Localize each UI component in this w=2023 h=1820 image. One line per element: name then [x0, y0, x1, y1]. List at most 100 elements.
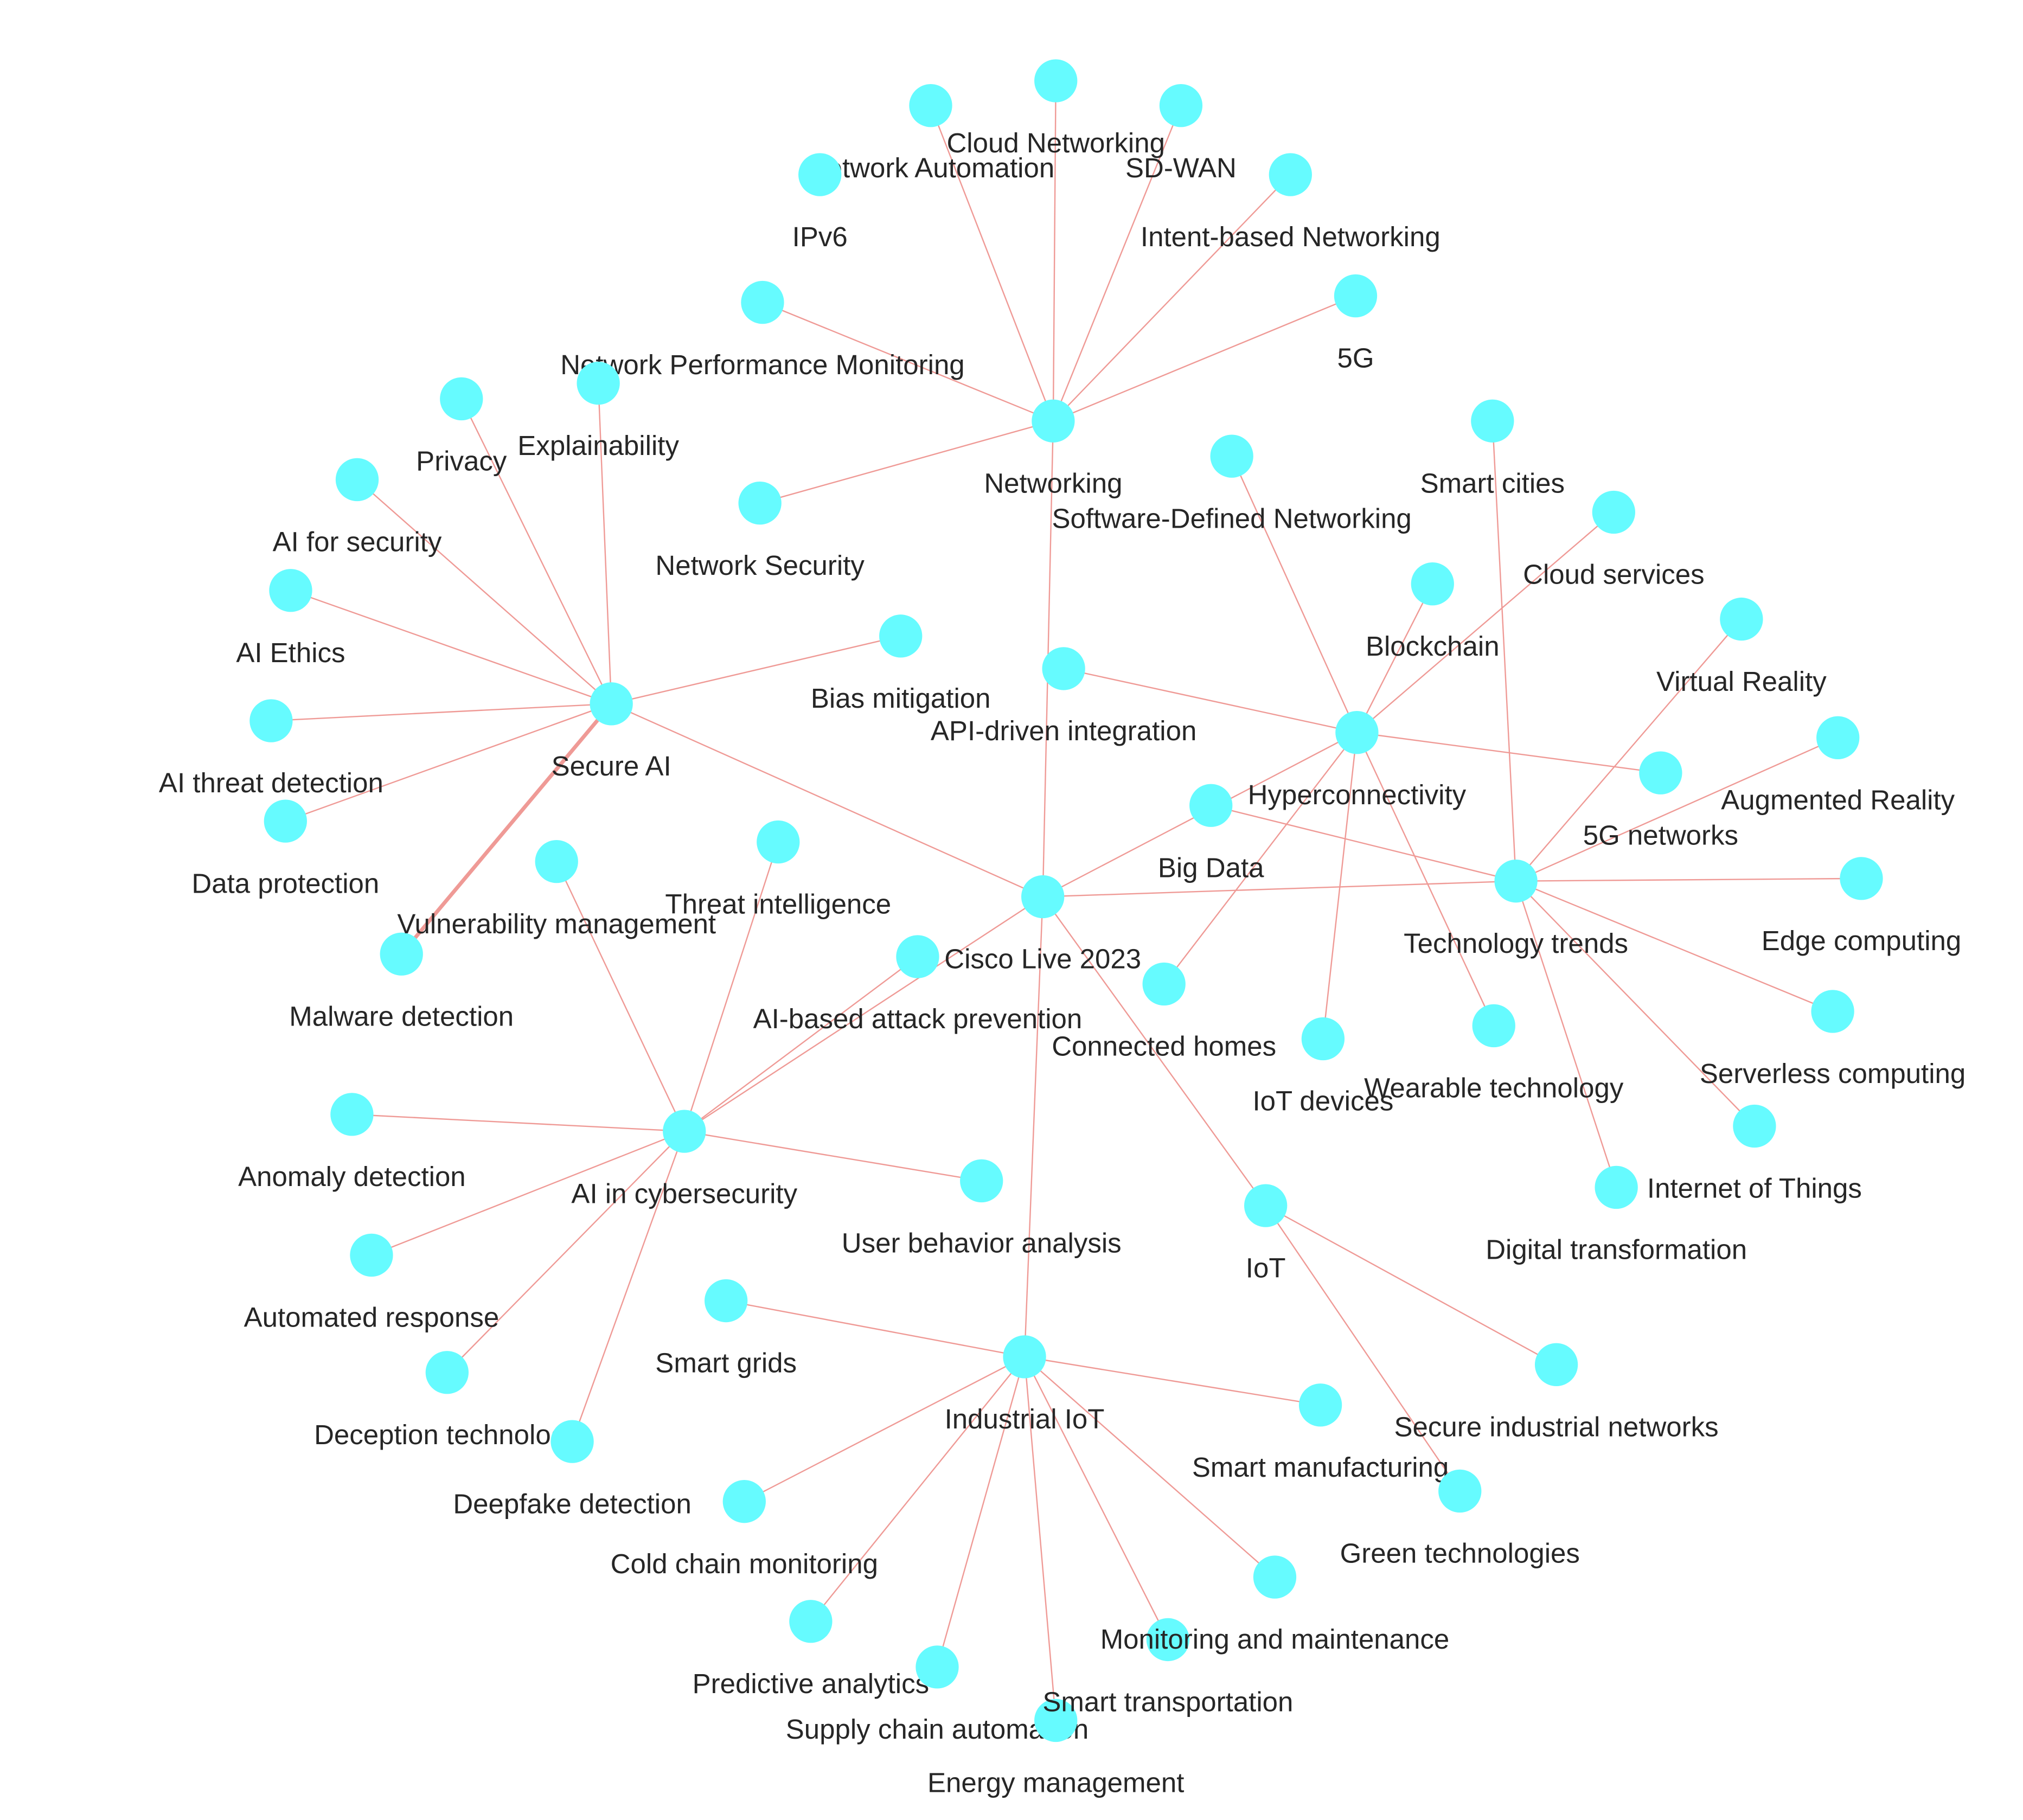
- node-smart-cities[interactable]: Smart cities: [1420, 399, 1565, 499]
- node-marker[interactable]: [1472, 1004, 1515, 1048]
- node-marker[interactable]: [1034, 1699, 1078, 1742]
- node-network-performance-monitoring[interactable]: Network Performance Monitoring: [560, 280, 965, 380]
- node-big-data[interactable]: Big Data: [1158, 784, 1264, 883]
- node-iot-devices[interactable]: IoT devices: [1252, 1017, 1393, 1117]
- node-marker[interactable]: [1411, 562, 1454, 606]
- node-connected-homes[interactable]: Connected homes: [1052, 962, 1276, 1062]
- node-ipv6[interactable]: IPv6: [792, 153, 848, 252]
- node-marker[interactable]: [916, 1645, 959, 1689]
- node-cold-chain-monitoring[interactable]: Cold chain monitoring: [611, 1480, 878, 1579]
- node-marker[interactable]: [1733, 1104, 1776, 1148]
- node-augmented-reality[interactable]: Augmented Reality: [1721, 716, 1955, 816]
- node-marker[interactable]: [1042, 647, 1085, 690]
- node-marker[interactable]: [705, 1279, 748, 1323]
- node-iot[interactable]: IoT: [1244, 1184, 1288, 1283]
- node-marker[interactable]: [757, 820, 800, 864]
- node-ai-for-security[interactable]: AI for security: [273, 458, 442, 557]
- node-marker[interactable]: [1003, 1335, 1046, 1379]
- node-ai-based-attack-prevention[interactable]: AI-based attack prevention: [753, 935, 1083, 1034]
- node-ai-in-cybersecurity[interactable]: AI in cybersecurity: [571, 1110, 798, 1209]
- node-marker[interactable]: [1720, 597, 1763, 641]
- node-marker[interactable]: [1595, 1165, 1638, 1209]
- node-marker[interactable]: [1142, 962, 1186, 1006]
- node-marker[interactable]: [249, 699, 293, 742]
- node-marker[interactable]: [738, 482, 782, 525]
- node-technology-trends[interactable]: Technology trends: [1404, 860, 1628, 959]
- node-marker[interactable]: [1210, 434, 1253, 478]
- node-explainability[interactable]: Explainability: [517, 361, 679, 461]
- node-marker[interactable]: [535, 839, 578, 883]
- node-blockchain[interactable]: Blockchain: [1366, 562, 1500, 662]
- node-marker[interactable]: [330, 1093, 374, 1136]
- node-monitoring-and-maintenance[interactable]: Monitoring and maintenance: [1100, 1555, 1450, 1655]
- node-marker[interactable]: [269, 569, 312, 612]
- node-marker[interactable]: [1335, 711, 1379, 754]
- node-marker[interactable]: [1639, 751, 1682, 794]
- node-marker[interactable]: [1269, 153, 1312, 196]
- node-marker[interactable]: [1021, 875, 1065, 919]
- node-marker[interactable]: [663, 1110, 706, 1153]
- node-marker[interactable]: [789, 1600, 833, 1643]
- node-predictive-analytics[interactable]: Predictive analytics: [693, 1600, 930, 1699]
- node-marker[interactable]: [722, 1480, 766, 1523]
- node-marker[interactable]: [1471, 399, 1514, 443]
- node-marker[interactable]: [1592, 490, 1636, 534]
- node-malware-detection[interactable]: Malware detection: [289, 932, 514, 1032]
- node-marker[interactable]: [335, 458, 379, 502]
- node-wearable-technology[interactable]: Wearable technology: [1364, 1004, 1624, 1104]
- node-cloud-services[interactable]: Cloud services: [1523, 490, 1705, 590]
- node-smart-manufacturing[interactable]: Smart manufacturing: [1192, 1383, 1449, 1483]
- node-marker[interactable]: [440, 377, 483, 421]
- node-marker[interactable]: [1032, 399, 1075, 443]
- node-software-defined-networking[interactable]: Software-Defined Networking: [1052, 434, 1412, 534]
- node-internet-of-things[interactable]: Internet of Things: [1647, 1104, 1862, 1204]
- node-marker[interactable]: [264, 799, 307, 843]
- node-marker[interactable]: [960, 1159, 1003, 1203]
- node-marker[interactable]: [909, 84, 952, 127]
- node-marker[interactable]: [1244, 1184, 1288, 1227]
- node-marker[interactable]: [1334, 274, 1378, 318]
- node-industrial-iot[interactable]: Industrial IoT: [945, 1335, 1105, 1434]
- node-green-technologies[interactable]: Green technologies: [1340, 1469, 1580, 1569]
- node-marker[interactable]: [1034, 59, 1078, 102]
- node-marker[interactable]: [380, 932, 423, 976]
- node-marker[interactable]: [1534, 1343, 1578, 1386]
- node-marker[interactable]: [741, 280, 784, 324]
- node-ai-ethics[interactable]: AI Ethics: [236, 569, 345, 668]
- node-marker[interactable]: [1146, 1618, 1190, 1662]
- node-secure-industrial-networks[interactable]: Secure industrial networks: [1394, 1343, 1719, 1443]
- node-anomaly-detection[interactable]: Anomaly detection: [238, 1093, 466, 1192]
- node-cloud-networking[interactable]: Cloud Networking: [946, 59, 1165, 158]
- node-marker[interactable]: [1159, 84, 1203, 127]
- node-5g[interactable]: 5G: [1334, 274, 1378, 374]
- node-network-automation[interactable]: Network Automation: [807, 84, 1054, 183]
- node-data-protection[interactable]: Data protection: [191, 799, 379, 899]
- node-marker[interactable]: [350, 1233, 393, 1277]
- node-virtual-reality[interactable]: Virtual Reality: [1656, 597, 1827, 697]
- node-marker[interactable]: [1298, 1383, 1342, 1427]
- node-marker[interactable]: [879, 614, 923, 658]
- node-marker[interactable]: [590, 682, 633, 726]
- node-energy-management[interactable]: Energy management: [927, 1699, 1184, 1798]
- node-cisco-live[interactable]: Cisco Live 2023: [944, 875, 1141, 975]
- node-marker[interactable]: [1253, 1555, 1297, 1599]
- node-edge-computing[interactable]: Edge computing: [1762, 857, 1962, 956]
- node-marker[interactable]: [896, 935, 939, 978]
- node-marker[interactable]: [1438, 1469, 1482, 1513]
- node-ai-threat-detection[interactable]: AI threat detection: [159, 699, 383, 798]
- node-marker[interactable]: [550, 1420, 594, 1463]
- node-smart-transportation[interactable]: Smart transportation: [1042, 1618, 1293, 1718]
- node-marker[interactable]: [1840, 857, 1883, 900]
- node-marker[interactable]: [425, 1351, 469, 1394]
- node-vulnerability-management[interactable]: Vulnerability management: [397, 839, 716, 939]
- node-smart-grids[interactable]: Smart grids: [655, 1279, 797, 1379]
- node-user-behavior-analysis[interactable]: User behavior analysis: [842, 1159, 1122, 1259]
- node-marker[interactable]: [1811, 990, 1854, 1033]
- node-marker[interactable]: [1189, 784, 1233, 827]
- node-digital-transformation[interactable]: Digital transformation: [1486, 1165, 1747, 1265]
- node-bias-mitigation[interactable]: Bias mitigation: [811, 614, 991, 714]
- node-intent-based-networking[interactable]: Intent-based Networking: [1141, 153, 1441, 252]
- node-marker[interactable]: [577, 361, 620, 405]
- node-5g-networks[interactable]: 5G networks: [1583, 751, 1738, 851]
- node-marker[interactable]: [1816, 716, 1860, 759]
